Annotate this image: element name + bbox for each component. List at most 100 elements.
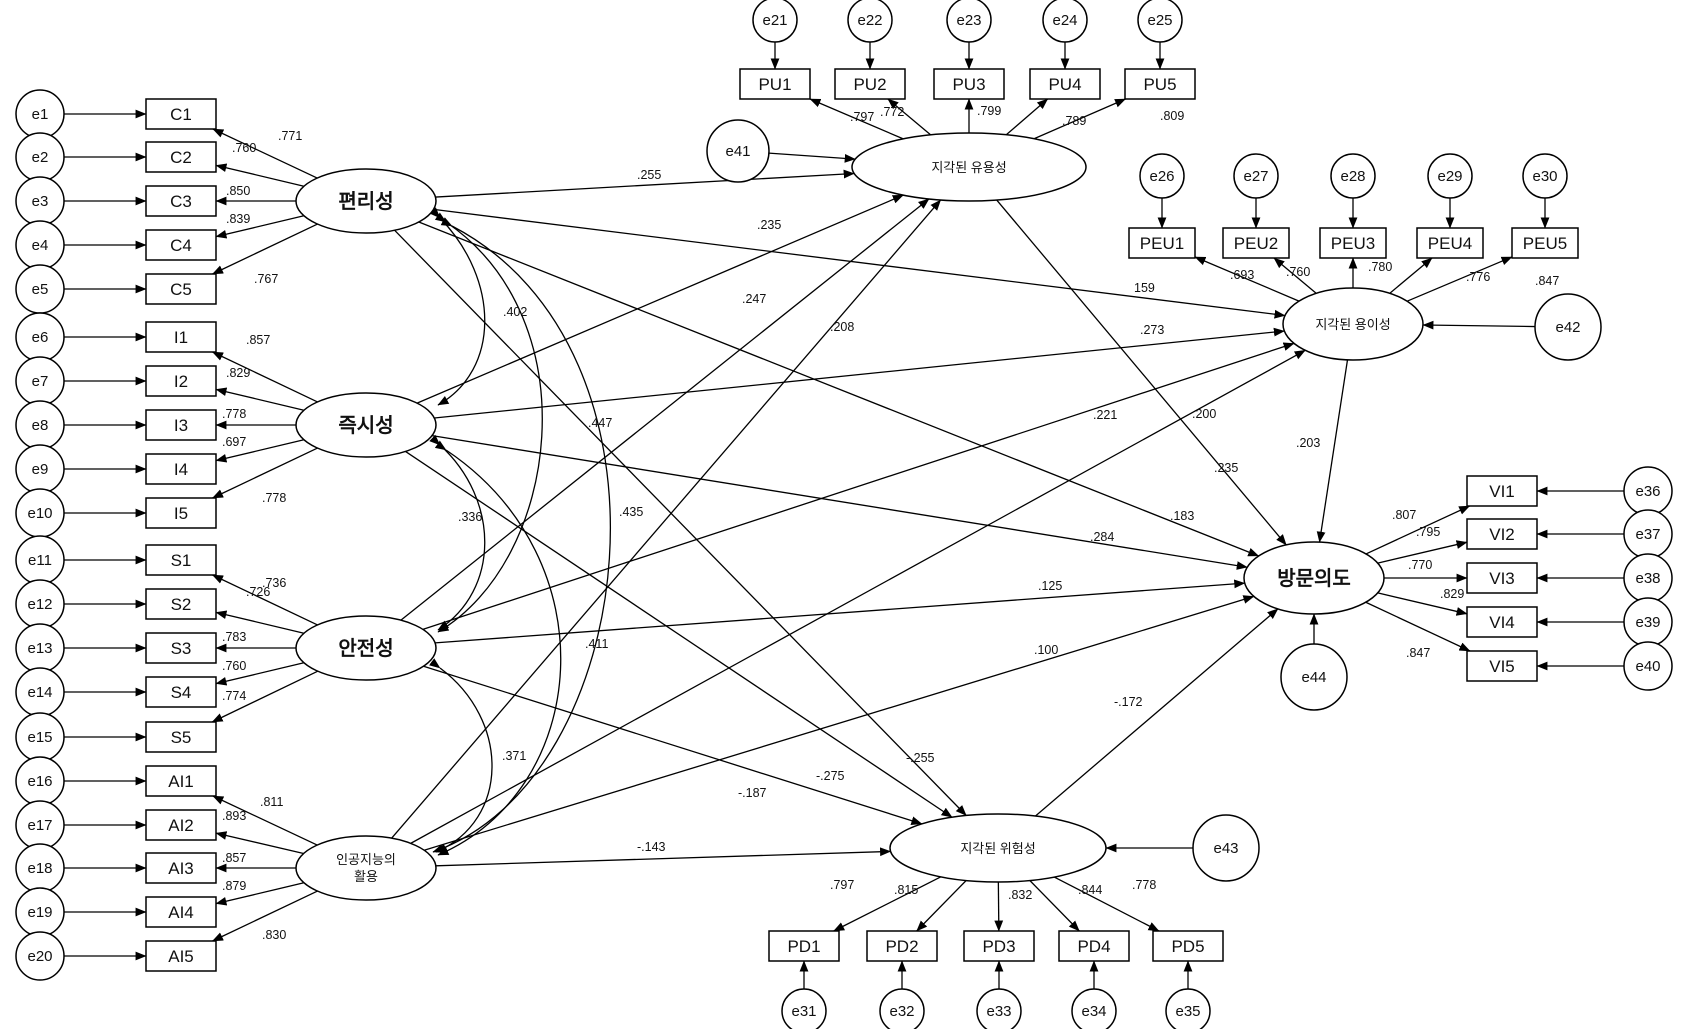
error-e32-circle xyxy=(879,988,925,1029)
error-e7: e7 xyxy=(15,356,65,406)
indicator-i2-label: I2 xyxy=(174,372,188,391)
indicator-pu1-label: PU1 xyxy=(758,75,791,94)
error-e11: e11 xyxy=(15,535,65,585)
error-e18-label: e18 xyxy=(27,860,52,877)
indicator-ai3: AI3 xyxy=(145,852,217,884)
error-e1: e1 xyxy=(15,89,65,139)
path-label-i-to-peou: .273 xyxy=(1140,323,1164,337)
path-arrow-ai-to-risk xyxy=(435,847,892,867)
indicator-i5: I5 xyxy=(145,497,217,529)
loading-label-pd1: .797 xyxy=(830,878,854,892)
loading-arrow-i2 xyxy=(215,387,305,411)
indicator-i2-box xyxy=(145,365,217,397)
loading-arrow-s2 xyxy=(215,610,305,634)
path-label-c-to-pu: .255 xyxy=(637,168,661,182)
indicator-ai3-box xyxy=(145,852,217,884)
path-label-i-to-risk: -.275 xyxy=(816,769,845,783)
error-e21-circle xyxy=(752,0,798,43)
error-e28-circle xyxy=(1330,153,1376,199)
loading-arrow-c1 xyxy=(212,128,318,179)
indicator-ai1: AI1 xyxy=(145,765,217,797)
error-e3: e3 xyxy=(15,176,65,226)
loading-label-ai2: .893 xyxy=(222,809,246,823)
error-e34: e34 xyxy=(1071,988,1117,1029)
path-label-i-to-vi: .284 xyxy=(1090,530,1114,544)
loading-label-s2: .726 xyxy=(246,585,270,599)
error-e39-label: e39 xyxy=(1635,614,1660,631)
loading-label-peu4: .776 xyxy=(1466,270,1490,284)
loading-arrow-vi5 xyxy=(1365,601,1471,652)
loading-label-i2: .829 xyxy=(226,366,250,380)
path-label-ai-to-risk: -.143 xyxy=(637,840,666,854)
indicator-vi2: VI2 xyxy=(1466,518,1538,550)
indicator-c2-label: C2 xyxy=(170,148,192,167)
indicator-peu5-box xyxy=(1511,227,1579,259)
covariance-curve-immediacy-ai xyxy=(434,440,562,856)
error-e30-label: e30 xyxy=(1532,168,1557,185)
indicator-pd3-box xyxy=(963,930,1035,962)
loading-arrow-pd4 xyxy=(1029,880,1080,932)
indicator-pu4-box xyxy=(1029,68,1101,100)
loading-label-vi2: .795 xyxy=(1416,525,1440,539)
indicator-pd3: PD3 xyxy=(963,930,1035,962)
disturbance-arrow-e41 xyxy=(768,152,856,163)
loading-label-vi3: .770 xyxy=(1408,558,1432,572)
loading-arrow-vi4 xyxy=(1377,592,1468,616)
error-e8-label: e8 xyxy=(32,417,49,434)
error-e22-circle xyxy=(847,0,893,43)
indicator-pu5: PU5 xyxy=(1124,68,1196,100)
error-e5-label: e5 xyxy=(32,281,49,298)
indicator-c1-label: C1 xyxy=(170,105,192,124)
indicator-pu2: PU2 xyxy=(834,68,906,100)
indicator-vi2-label: VI2 xyxy=(1489,525,1515,544)
indicator-ai3-label: AI3 xyxy=(168,859,194,878)
error-e33-label: e33 xyxy=(986,1003,1011,1020)
path-arrow-i-to-risk xyxy=(405,450,953,818)
loading-label-ai5: .830 xyxy=(262,928,286,942)
error-e12-label: e12 xyxy=(27,596,52,613)
indicator-s1-box xyxy=(145,544,217,576)
path-label-c-to-vi: .183 xyxy=(1170,509,1194,523)
indicator-pd1-label: PD1 xyxy=(787,937,820,956)
latent-perceived-usefulness-label: 지각된 유용성 xyxy=(931,160,1006,175)
indicator-pd3-label: PD3 xyxy=(982,937,1015,956)
indicator-ai1-box xyxy=(145,765,217,797)
edges-layer xyxy=(64,42,1624,989)
indicator-c3-box xyxy=(145,185,217,217)
loading-label-peu2: .760 xyxy=(1286,265,1310,279)
error-e16-label: e16 xyxy=(27,773,52,790)
indicator-vi5-label: VI5 xyxy=(1489,657,1515,676)
indicator-peu3: PEU3 xyxy=(1319,227,1387,259)
loading-label-i3: .778 xyxy=(222,407,246,421)
indicator-vi5-box xyxy=(1466,650,1538,682)
path-label-pu-to-vi: .235 xyxy=(1214,461,1238,475)
error-e44: e44 xyxy=(1280,643,1348,711)
loading-arrow-peu1 xyxy=(1194,256,1300,302)
loading-arrow-pd1 xyxy=(833,876,942,932)
indicator-ai4-box xyxy=(145,896,217,928)
error-e24-label: e24 xyxy=(1052,12,1077,29)
error-e13-label: e13 xyxy=(27,640,52,657)
latent-immediacy-label: 즉시성 xyxy=(338,414,393,437)
loading-arrow-s4 xyxy=(215,662,305,686)
loading-arrow-s1 xyxy=(212,574,318,626)
indicator-peu3-label: PEU3 xyxy=(1331,234,1375,253)
error-e40: e40 xyxy=(1623,641,1673,691)
indicator-ai5: AI5 xyxy=(145,940,217,972)
indicator-i3-box xyxy=(145,409,217,441)
latent-visit-intention-ellipse xyxy=(1243,541,1385,615)
error-e35: e35 xyxy=(1165,988,1211,1029)
indicator-pu4: PU4 xyxy=(1029,68,1101,100)
latent-safety-label: 안전성 xyxy=(338,637,393,660)
nodes-layer: C1e1C2e2C3e3C4e4C5e5I1e6I2e7I3e8I4e9I5e1… xyxy=(15,0,1673,1029)
error-e35-circle xyxy=(1165,988,1211,1029)
indicator-s2: S2 xyxy=(145,588,217,620)
loading-arrow-pu4 xyxy=(1005,98,1049,136)
error-e29-circle xyxy=(1427,153,1473,199)
error-e14: e14 xyxy=(15,667,65,717)
latent-ai-use-ellipse xyxy=(295,835,437,901)
loading-arrow-ai2 xyxy=(215,831,304,855)
indicator-pu1: PU1 xyxy=(739,68,811,100)
loading-arrow-vi1 xyxy=(1365,505,1471,555)
loading-label-ai4: .879 xyxy=(222,879,246,893)
